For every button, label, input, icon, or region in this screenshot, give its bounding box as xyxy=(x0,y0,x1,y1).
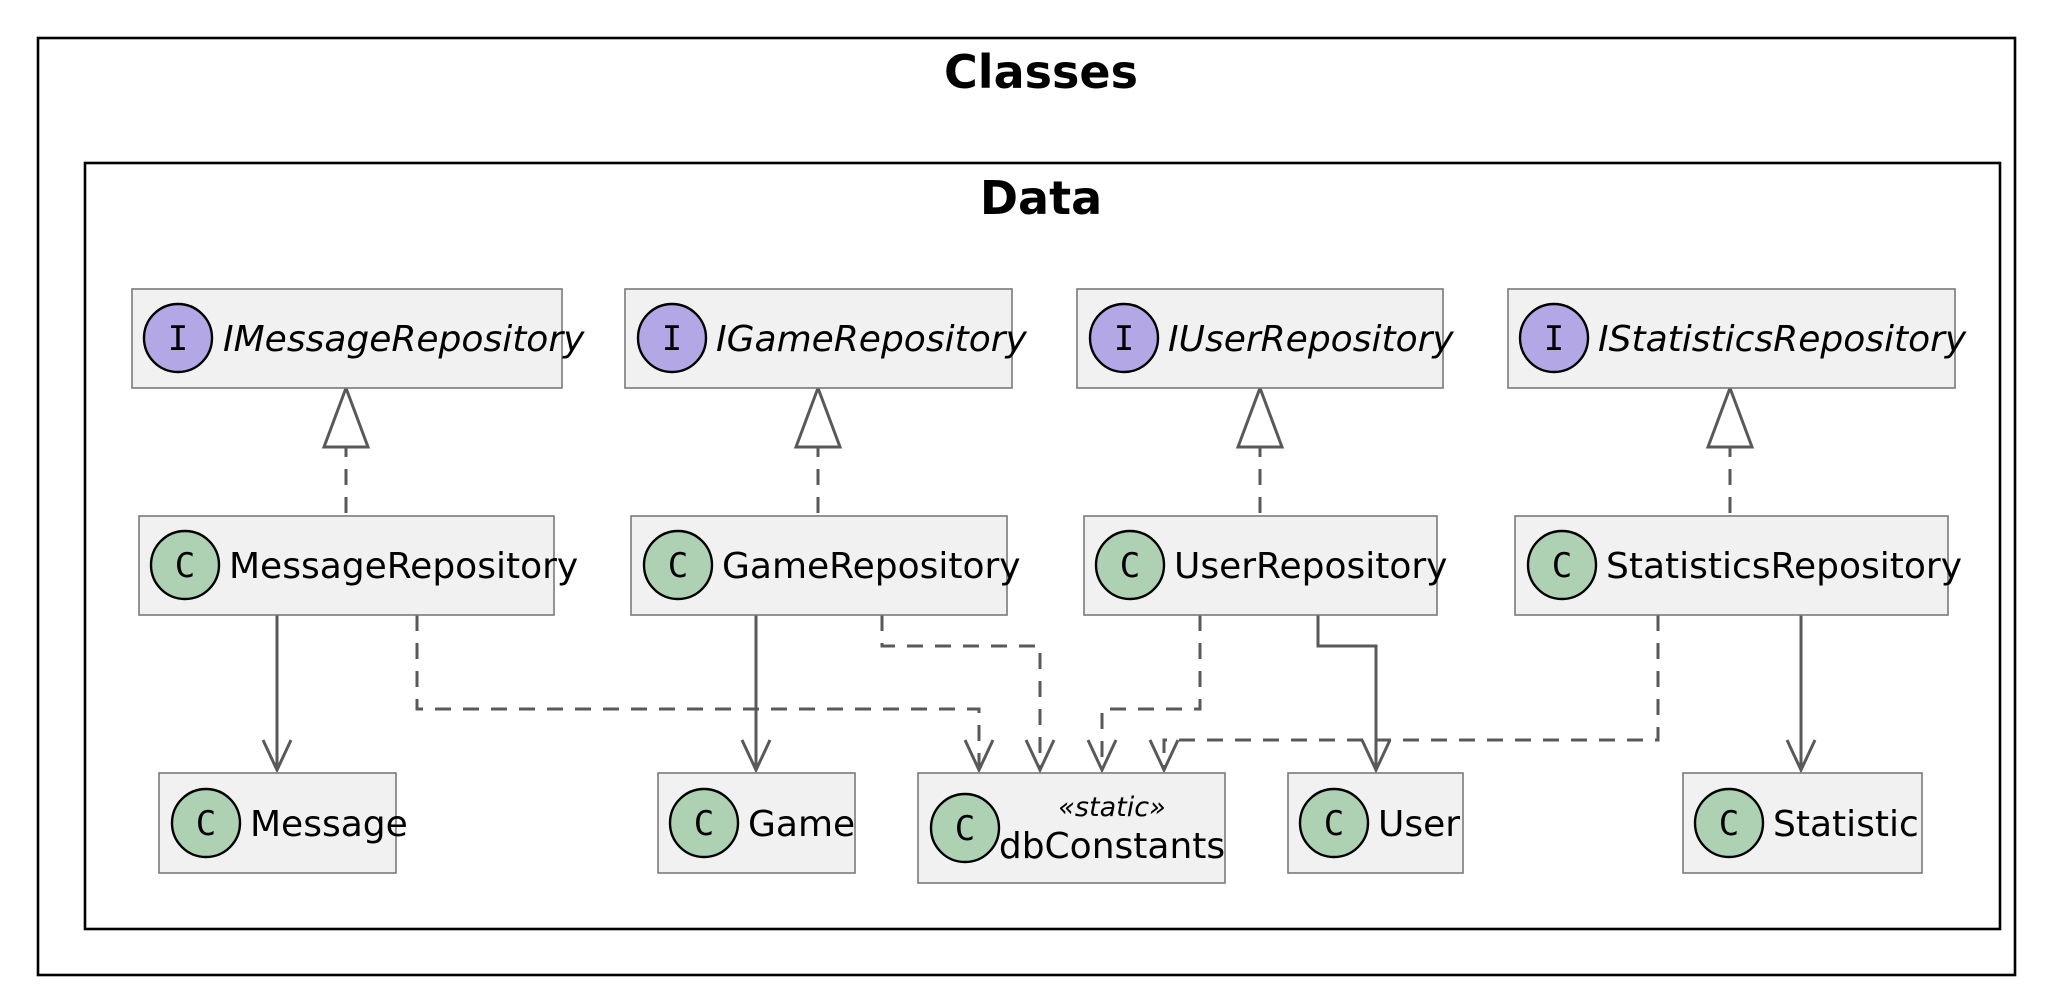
realization-arrow-imsg xyxy=(321,383,371,449)
interface-glyph: I xyxy=(662,319,682,359)
class-node-messagerepository: C MessageRepository xyxy=(138,515,578,616)
dep-arrow-userrepo xyxy=(1086,739,1118,774)
interface-name: IMessageRepository xyxy=(223,319,585,360)
class-badge-icon xyxy=(1526,529,1598,601)
assoc-arrow-game xyxy=(740,739,772,774)
interface-badge-icon xyxy=(1518,302,1590,374)
class-name: MessageRepository xyxy=(229,546,578,587)
dep-arrow-statrepo xyxy=(1148,739,1180,774)
class-badge-icon xyxy=(170,787,242,859)
class-badge-icon xyxy=(642,529,714,601)
interface-badge-icon xyxy=(1088,302,1160,374)
association-edges xyxy=(261,615,1817,774)
class-node-dbconstants: C «static» dbConstants xyxy=(917,772,1226,884)
realization-arrow-igame xyxy=(793,383,843,449)
edge-userrepo-user xyxy=(1316,615,1378,770)
class-node-gamerepository: C GameRepository xyxy=(630,515,1021,616)
class-glyph: C xyxy=(694,804,714,844)
realization-arrow-istat xyxy=(1705,383,1755,449)
class-node-message: C Message xyxy=(158,772,408,874)
interface-name: IStatisticsRepository xyxy=(1598,319,1967,360)
package-classes xyxy=(36,36,2017,977)
realization-edges xyxy=(321,383,1755,513)
assoc-arrow-user xyxy=(1360,739,1392,774)
dep-arrow-gamerepo xyxy=(1024,739,1056,774)
package-data-title: Data xyxy=(980,171,1102,225)
class-node-user: C User xyxy=(1287,772,1464,874)
package-classes-title: Classes xyxy=(944,45,1138,99)
class-name: dbConstants xyxy=(999,826,1225,867)
class-name: UserRepository xyxy=(1174,546,1447,587)
interface-node-igamerepository: I IGameRepository xyxy=(624,288,1028,389)
class-glyph: C xyxy=(175,546,195,586)
class-badge-icon xyxy=(1693,787,1765,859)
interface-node-iuserrepository: I IUserRepository xyxy=(1076,288,1454,389)
class-node-statisticsrepository: C StatisticsRepository xyxy=(1514,515,1962,616)
interface-name: IGameRepository xyxy=(716,319,1028,360)
stereotype-label: «static» xyxy=(1058,792,1165,823)
package-data xyxy=(83,161,2002,931)
interface-node-imessagerepository: I IMessageRepository xyxy=(131,288,585,389)
interface-badge-icon xyxy=(636,302,708,374)
class-glyph: C xyxy=(1324,804,1344,844)
class-node-userrepository: C UserRepository xyxy=(1083,515,1447,616)
dep-arrow-msgrepo xyxy=(963,739,995,774)
class-name: Game xyxy=(748,804,855,845)
dependency-edges xyxy=(415,615,1660,774)
class-badge-icon xyxy=(668,787,740,859)
class-name: GameRepository xyxy=(722,546,1021,587)
class-glyph: C xyxy=(1552,546,1572,586)
class-node-game: C Game xyxy=(657,772,856,874)
class-glyph: C xyxy=(196,804,216,844)
edge-msgrepo-dbconst xyxy=(415,615,981,770)
class-name: User xyxy=(1378,804,1460,845)
class-node-statistic: C Statistic xyxy=(1682,772,1923,874)
edge-gamerepo-dbconst xyxy=(880,615,1042,770)
class-name: StatisticsRepository xyxy=(1606,546,1962,587)
class-glyph: C xyxy=(668,546,688,586)
edge-userrepo-dbconst xyxy=(1100,615,1202,770)
class-name: Message xyxy=(250,804,408,845)
realization-arrow-iuser xyxy=(1235,383,1285,449)
interface-glyph: I xyxy=(1114,319,1134,359)
interface-badge-icon xyxy=(142,302,214,374)
interface-glyph: I xyxy=(1544,319,1564,359)
interface-node-istatisticsrepository: I IStatisticsRepository xyxy=(1507,288,1967,389)
class-badge-icon xyxy=(1298,787,1370,859)
class-glyph: C xyxy=(955,809,975,849)
interface-glyph: I xyxy=(168,319,188,359)
assoc-arrow-message xyxy=(261,739,293,774)
class-glyph: C xyxy=(1120,546,1140,586)
edge-statrepo-dbconst xyxy=(1162,615,1660,770)
class-glyph: C xyxy=(1719,804,1739,844)
interface-name: IUserRepository xyxy=(1168,319,1454,360)
class-badge-icon xyxy=(1094,529,1166,601)
class-badge-icon xyxy=(149,529,221,601)
assoc-arrow-statistic xyxy=(1785,739,1817,774)
class-name: Statistic xyxy=(1773,804,1919,845)
class-badge-icon xyxy=(929,792,1001,864)
